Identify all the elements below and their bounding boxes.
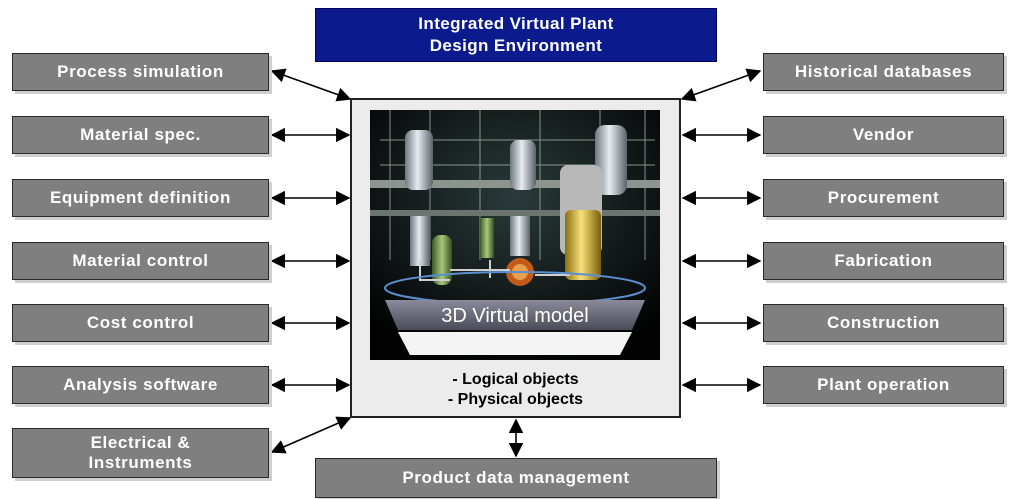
box-procurement: Procurement <box>763 179 1004 217</box>
box-vendor: Vendor <box>763 116 1004 154</box>
object-list: - Logical objects - Physical objects <box>352 370 679 410</box>
box-label: Procurement <box>827 188 940 207</box>
box-plant-operation: Plant operation <box>763 366 1004 404</box>
box-label: Analysis software <box>63 375 218 394</box>
box-historical-databases: Historical databases <box>763 53 1004 91</box>
title-line-1: Integrated Virtual Plant <box>418 14 614 33</box>
box-label: Product data management <box>402 468 630 487</box>
arrow-electrical <box>270 416 352 454</box>
box-material-control: Material control <box>12 242 269 280</box>
box-label-line-1: Electrical & <box>90 433 191 452</box>
box-cost-control: Cost control <box>12 304 269 342</box>
box-label: Cost control <box>86 313 195 332</box>
box-fabrication: Fabrication <box>763 242 1004 280</box>
box-label: Process simulation <box>57 62 224 81</box>
box-label-line-2: Instruments <box>88 453 193 472</box>
box-label: Historical databases <box>794 62 973 81</box>
arrow-process-simulation <box>270 68 352 102</box>
box-label: Material control <box>72 251 209 270</box>
box-label: Fabrication <box>834 251 933 270</box>
bullet-logical-objects: - Logical objects <box>452 371 579 388</box>
box-label: Material spec. <box>80 125 201 144</box>
box-process-simulation: Process simulation <box>12 53 269 91</box>
title-line-2: Design Environment <box>429 36 603 55</box>
box-construction: Construction <box>763 304 1004 342</box>
box-product-data-management: Product data management <box>315 458 717 498</box>
diagram-title: Integrated Virtual Plant Design Environm… <box>315 8 717 62</box>
virtual-model-panel: 3D Virtual model - Logical objects - Phy… <box>350 98 681 418</box>
bullet-physical-objects: - Physical objects <box>447 391 584 408</box>
model-label: 3D Virtual model <box>441 305 588 327</box>
box-label: Equipment definition <box>49 188 232 207</box>
box-electrical-instruments: Electrical & Instruments <box>12 428 269 478</box>
arrow-historical-databases <box>680 68 762 102</box>
box-label: Construction <box>827 313 940 332</box>
plant-3d-render-image: 3D Virtual model <box>370 110 660 360</box>
box-label: Vendor <box>852 125 915 144</box>
box-analysis-software: Analysis software <box>12 366 269 404</box>
box-equipment-definition: Equipment definition <box>12 179 269 217</box>
box-material-spec: Material spec. <box>12 116 269 154</box>
box-label: Plant operation <box>817 375 950 394</box>
